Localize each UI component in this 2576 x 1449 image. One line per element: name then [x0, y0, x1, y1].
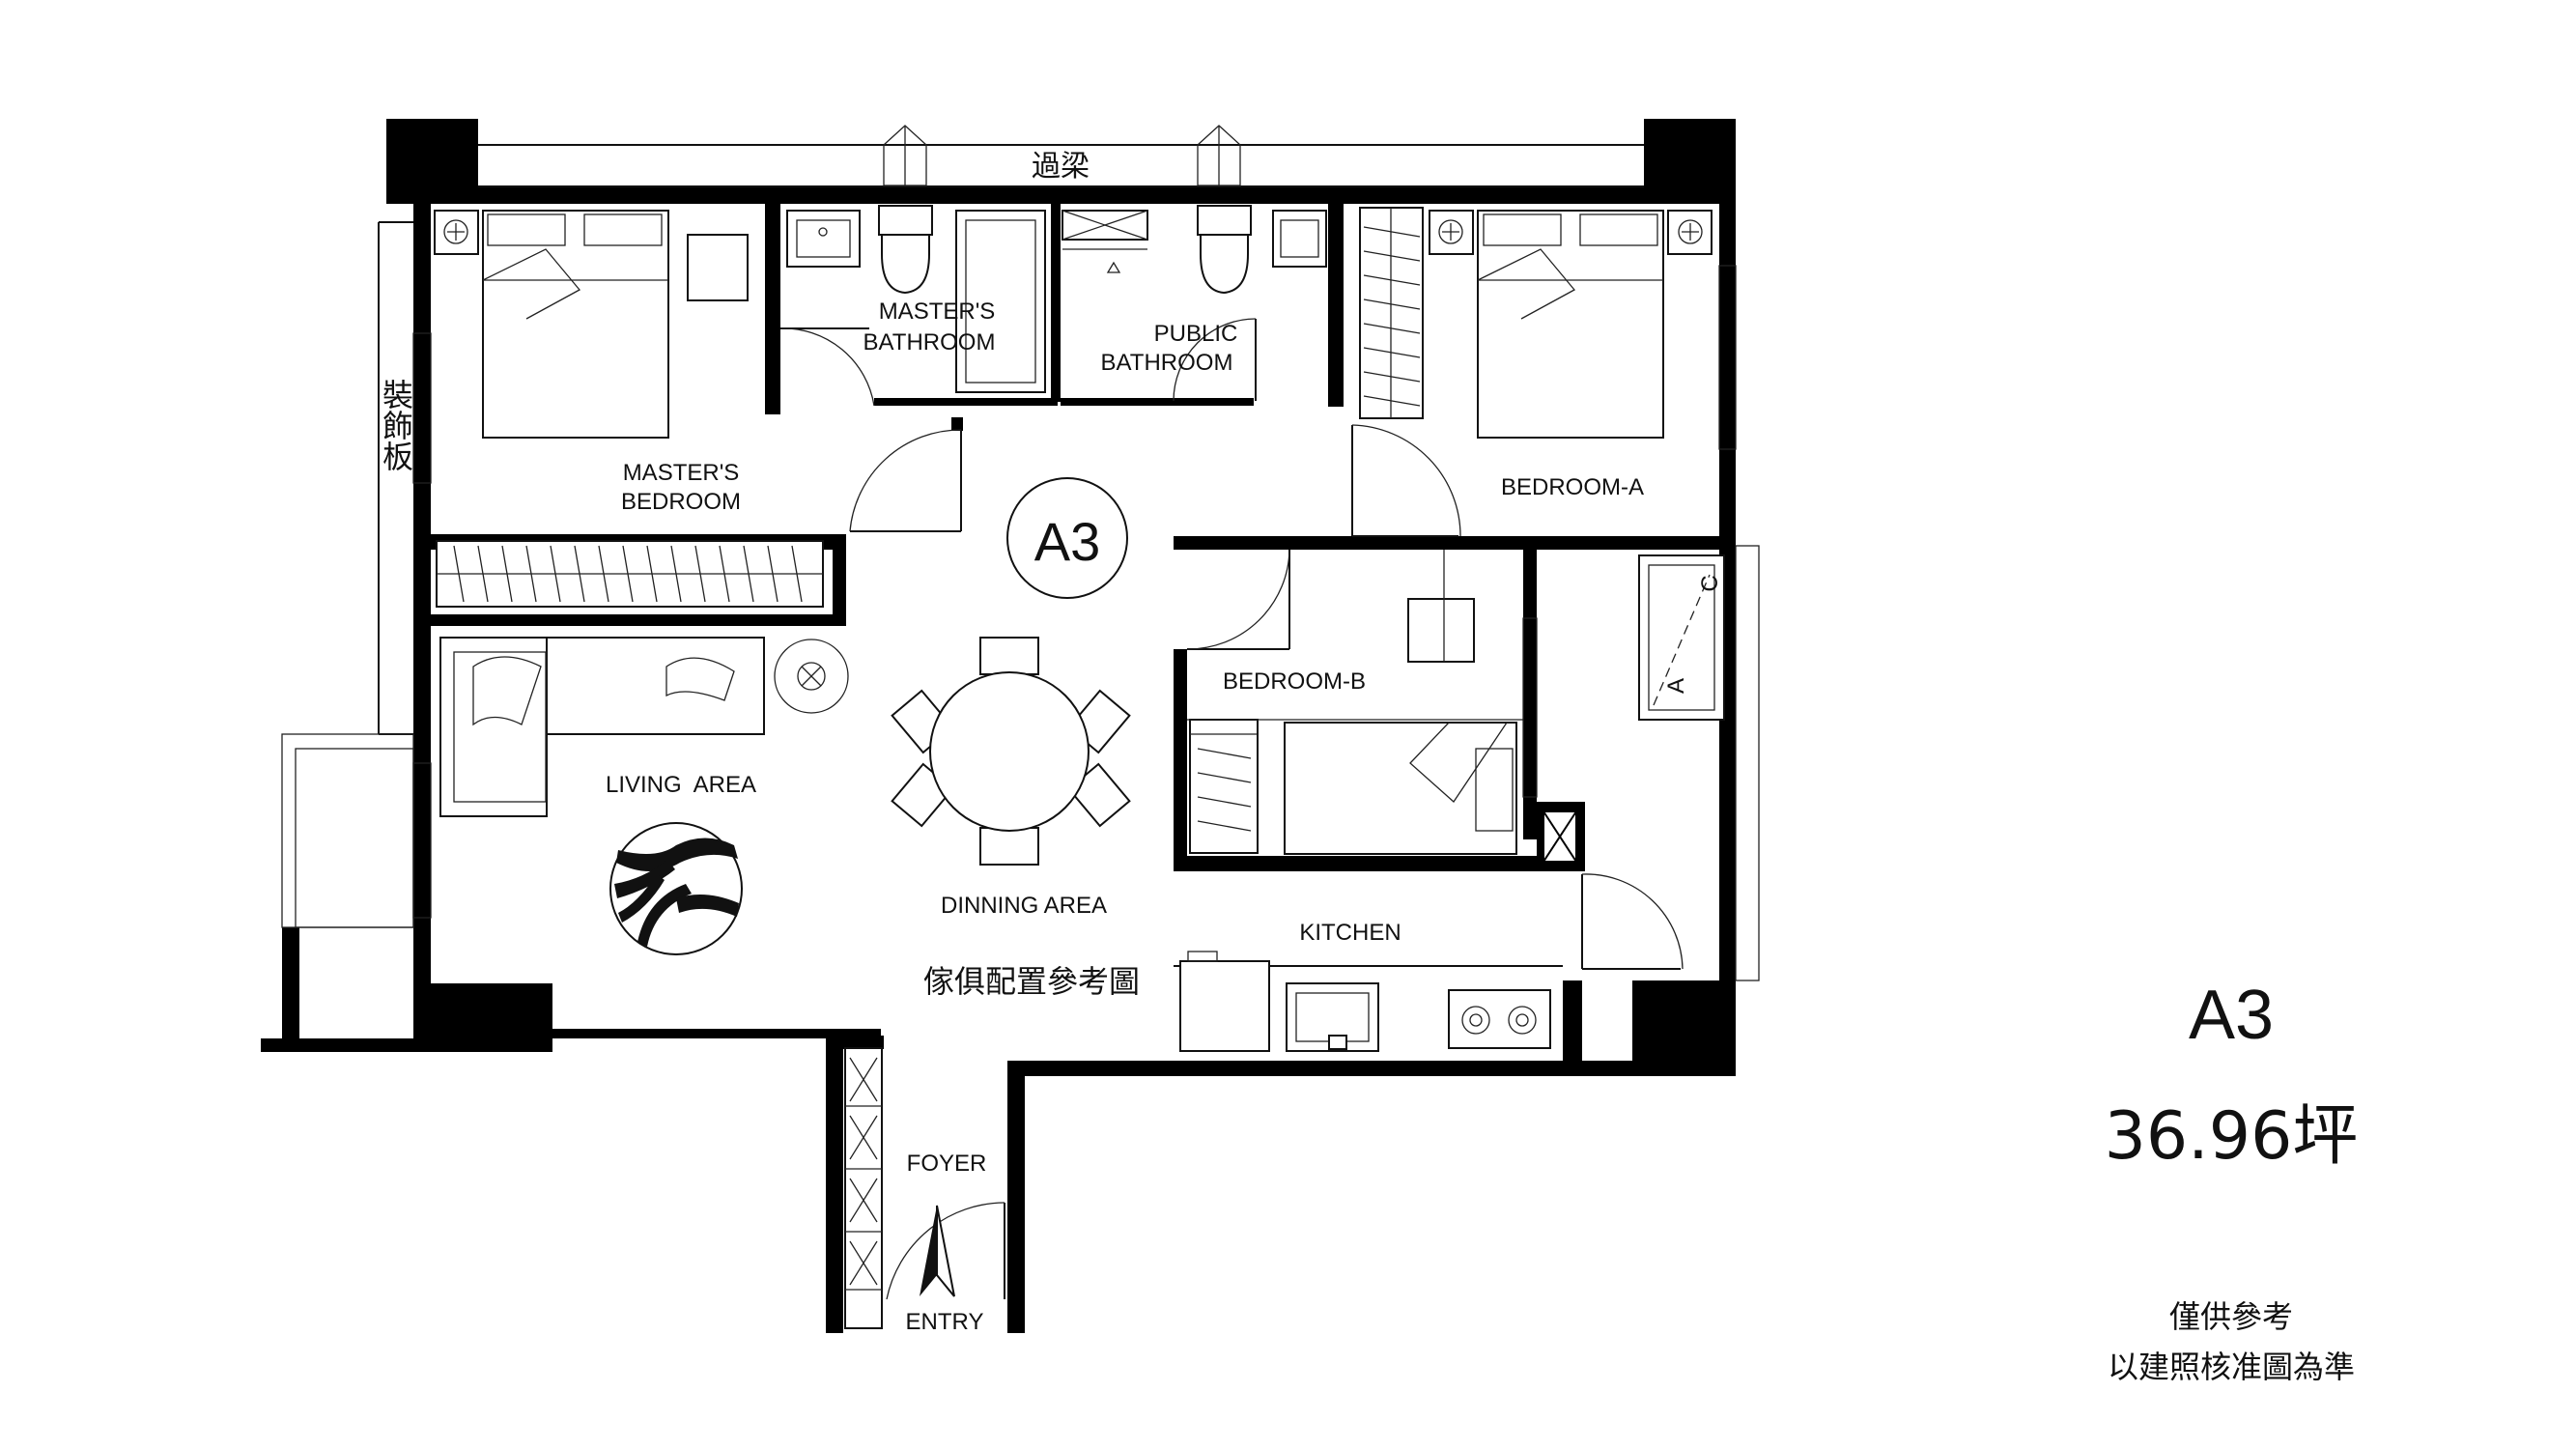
wall-living-top [431, 614, 846, 626]
master-nightstands [434, 210, 749, 301]
room-label-master-bedroom-2: BEDROOM [621, 489, 741, 515]
wall-bedroom-a-left [1328, 204, 1344, 407]
floor-lamp-icon [774, 639, 849, 714]
room-label-bedroom-b: BEDROOM-B [1223, 668, 1366, 695]
ac-unit [1638, 554, 1725, 721]
master-bedroom-door [849, 429, 962, 532]
unit-tag-circle [1006, 477, 1128, 599]
wall-masterbath-left [765, 204, 780, 414]
column-bottom-left [413, 983, 552, 1041]
master-bath-door [779, 327, 875, 407]
room-label-dining-area: DINNING AREA [941, 893, 1107, 919]
room-label-bedroom-a: BEDROOM-A [1501, 474, 1644, 500]
dining-table [891, 637, 1131, 866]
beam [478, 144, 1644, 187]
wall-bedroom-b-left [1174, 649, 1187, 871]
shoe-cabinet [844, 1047, 883, 1329]
bedroom-a-wardrobe [1359, 207, 1424, 419]
master-bathroom-fixtures [786, 125, 1046, 393]
furniture-caption: 傢俱配置參考圖 [923, 963, 1140, 1000]
bedroom-a-door [1351, 424, 1461, 537]
ac-mark-a: A [1663, 678, 1689, 694]
entry-door [886, 1202, 1005, 1300]
unit-area: 36.96坪 [2104, 1098, 2359, 1175]
walls [261, 119, 1736, 1333]
wall-foyer-top-left [826, 1036, 884, 1049]
wall-foyer-right [1007, 1061, 1025, 1333]
wall-bath-bottom-2 [1061, 398, 1254, 406]
bedroom-b-door [1186, 549, 1290, 650]
north-arrow-icon [920, 1205, 955, 1297]
unit-tag-label: A3 [1034, 511, 1101, 572]
ac-mark-c: C [1697, 575, 1723, 591]
rug [609, 822, 743, 955]
bedroom-b-furniture [1187, 550, 1523, 855]
wall-kitchen-pillar [1563, 980, 1582, 1075]
public-bath-door [1173, 318, 1257, 402]
wall-foyer-left [826, 1038, 843, 1333]
wall-bottom-kitchen [1024, 1061, 1736, 1076]
wall-living-bottom [552, 1029, 881, 1038]
wall-left [413, 186, 431, 1051]
room-label-master-bathroom-1: MASTER'S [879, 298, 996, 325]
master-wardrobe [436, 540, 824, 608]
disclaimer-line-1: 僅供參考 [2168, 1298, 2293, 1335]
deco-panel [378, 221, 413, 735]
room-label-public-bathroom-2: BATHROOM [1101, 350, 1233, 376]
room-label-foyer: FOYER [907, 1151, 987, 1177]
balcony [281, 733, 414, 928]
wall-right [1719, 186, 1736, 1075]
duct-cross-icon [1543, 810, 1577, 863]
room-label-public-bathroom-1: PUBLIC [1154, 321, 1238, 347]
room-label-master-bedroom-1: MASTER'S [623, 460, 740, 486]
wall-top [386, 186, 1736, 204]
wall-bottom-left [261, 1038, 552, 1052]
bedroom-a-bed [1429, 210, 1713, 439]
windows [412, 265, 1760, 981]
wall-stub-a [951, 417, 963, 431]
kitchen-door [1581, 873, 1684, 970]
sofa [439, 637, 765, 817]
room-label-entry: ENTRY [906, 1309, 984, 1335]
wall-master-corner [833, 534, 846, 626]
room-label-kitchen: KITCHEN [1299, 920, 1401, 946]
column-bottom-right [1632, 980, 1736, 1075]
beam-label: 過梁 [1032, 150, 1090, 184]
wall-bath-divider [1051, 204, 1061, 402]
deco-panel-label: 裝飾板 [378, 379, 414, 471]
disclaimer-line-2: 以建照核准圖為準 [2107, 1349, 2355, 1385]
wall-bedroom-b-right [1523, 550, 1537, 839]
room-label-master-bathroom-2: BATHROOM [863, 329, 996, 355]
kitchen-fixtures [1174, 951, 1563, 1052]
wall-bedroom-a-bottom [1174, 536, 1736, 550]
public-bathroom-fixtures [1062, 125, 1327, 295]
master-bed [482, 210, 669, 439]
wall-bedroom-b-bottom [1174, 856, 1579, 871]
labels: 過梁 裝飾板 A3 MASTER'S BEDROOM MASTER'S BATH… [378, 150, 1723, 1335]
room-label-living-area: LIVING AREA [606, 772, 756, 798]
unit-code: A3 [2188, 977, 2275, 1054]
wall-balcony-stub [282, 927, 299, 1043]
wall-bath-bottom-1 [874, 398, 1058, 406]
